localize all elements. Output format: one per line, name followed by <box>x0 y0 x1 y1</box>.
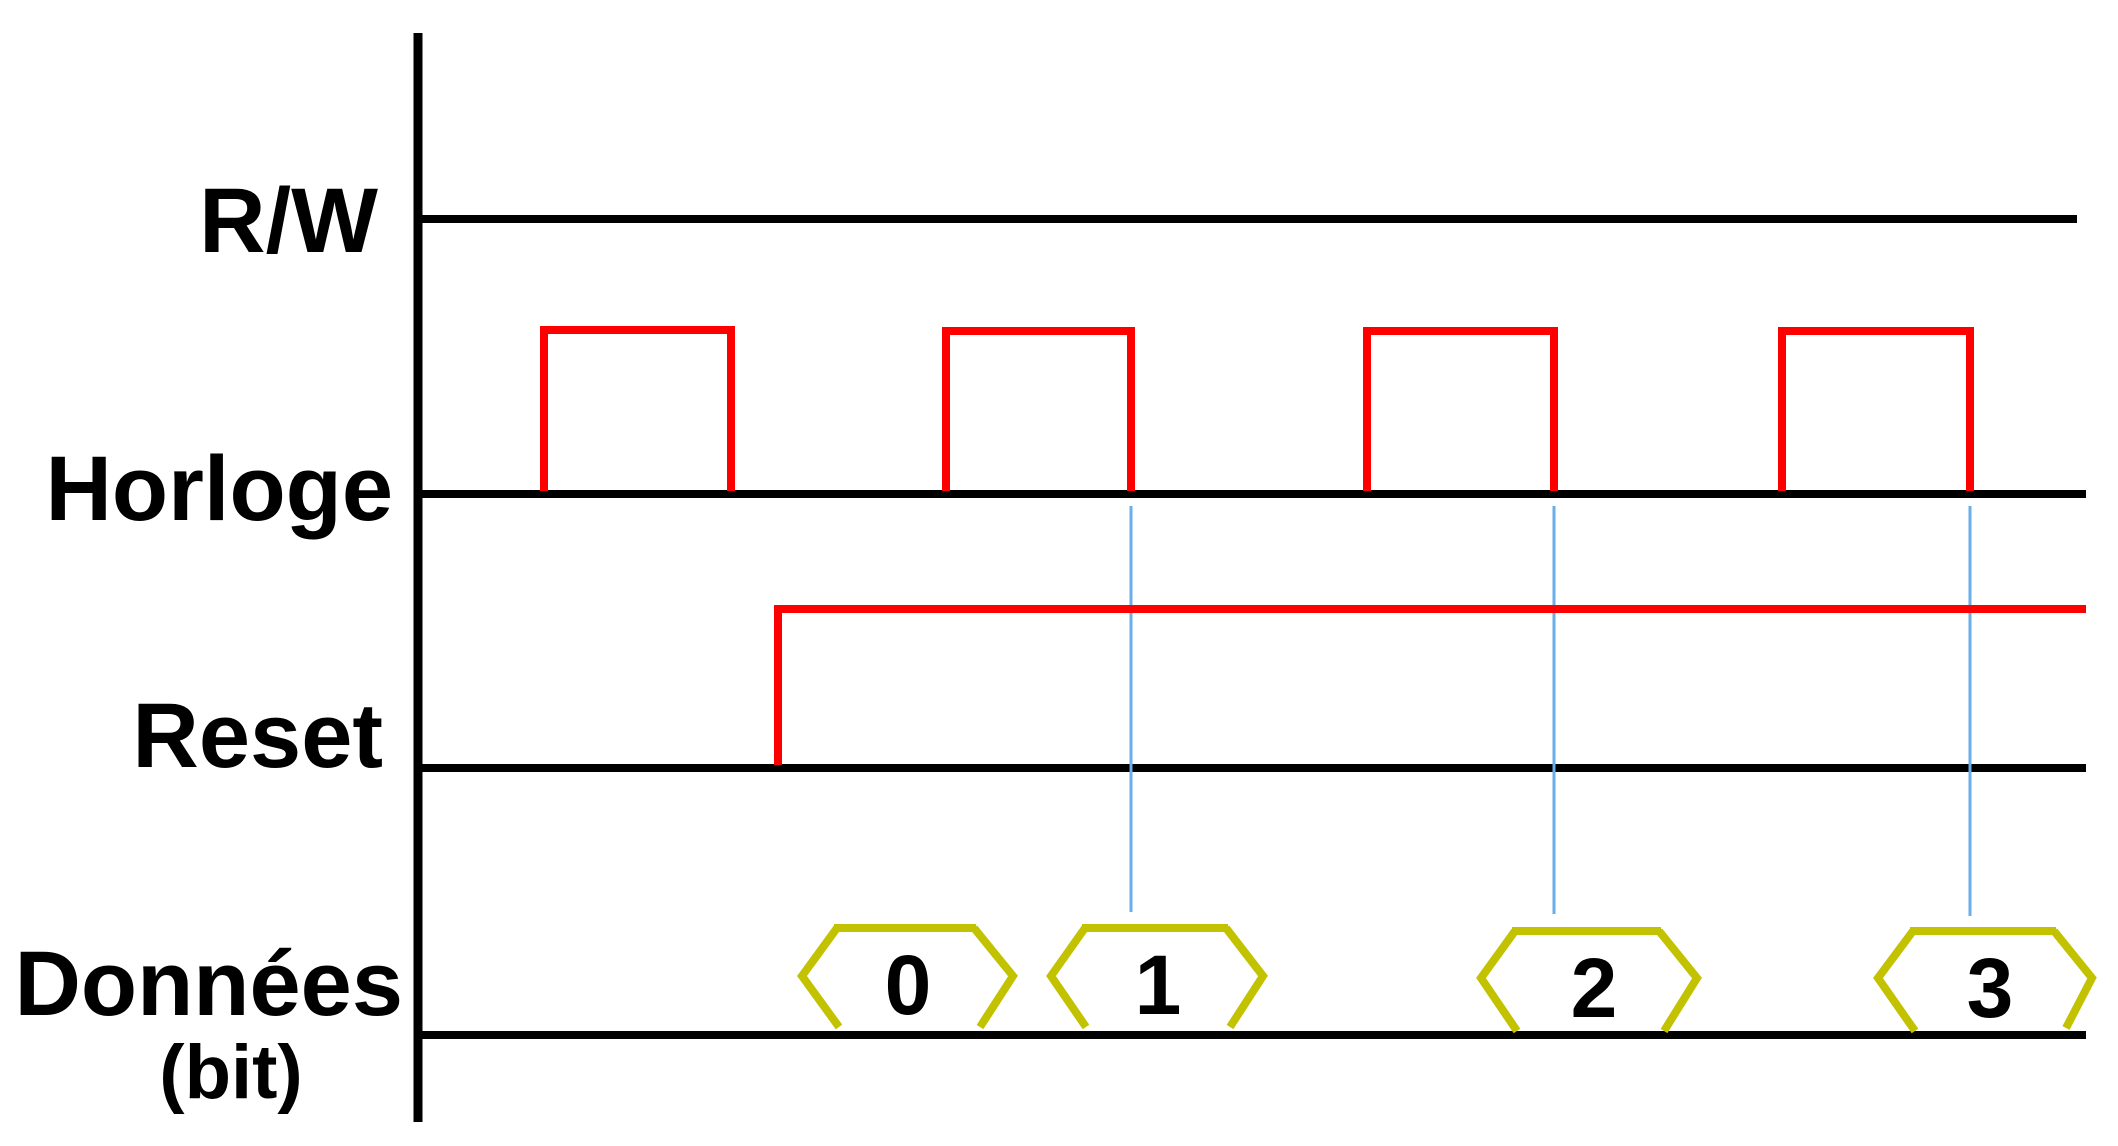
reset-label: Reset <box>132 685 383 787</box>
clock-pulse <box>540 326 735 491</box>
rw-label: R/W <box>199 170 378 272</box>
clock-label: Horloge <box>45 438 393 540</box>
data-cell-right <box>2050 928 2097 1030</box>
data-label: Données <box>14 933 403 1035</box>
data-sublabel: (bit) <box>159 1030 302 1115</box>
clock-pulse <box>1778 327 1974 491</box>
data-bit-label: 0 <box>885 938 932 1032</box>
data-bit-label: 3 <box>1967 941 2014 1035</box>
data-bit-cell: 2 <box>1476 927 1702 1035</box>
data-bit-cell: 1 <box>1046 924 1268 1032</box>
data-bit-cell: 3 <box>1873 927 2097 1035</box>
data-cell-left <box>1476 928 1521 1034</box>
data-cell-right <box>970 925 1018 1030</box>
data-cell-left <box>1873 928 1919 1034</box>
reset-signal <box>774 605 2086 765</box>
data-cell-right <box>1655 928 1702 1034</box>
data-cell-left <box>797 925 843 1030</box>
data-cell-left <box>1046 925 1090 1030</box>
data-cell-right <box>1222 925 1268 1030</box>
data-bit-label: 2 <box>1571 941 1618 1035</box>
data-bit-label: 1 <box>1135 938 1182 1032</box>
clock-pulse <box>942 327 1135 491</box>
data-bit-cell: 0 <box>797 924 1018 1032</box>
clock-pulse <box>1363 327 1558 491</box>
